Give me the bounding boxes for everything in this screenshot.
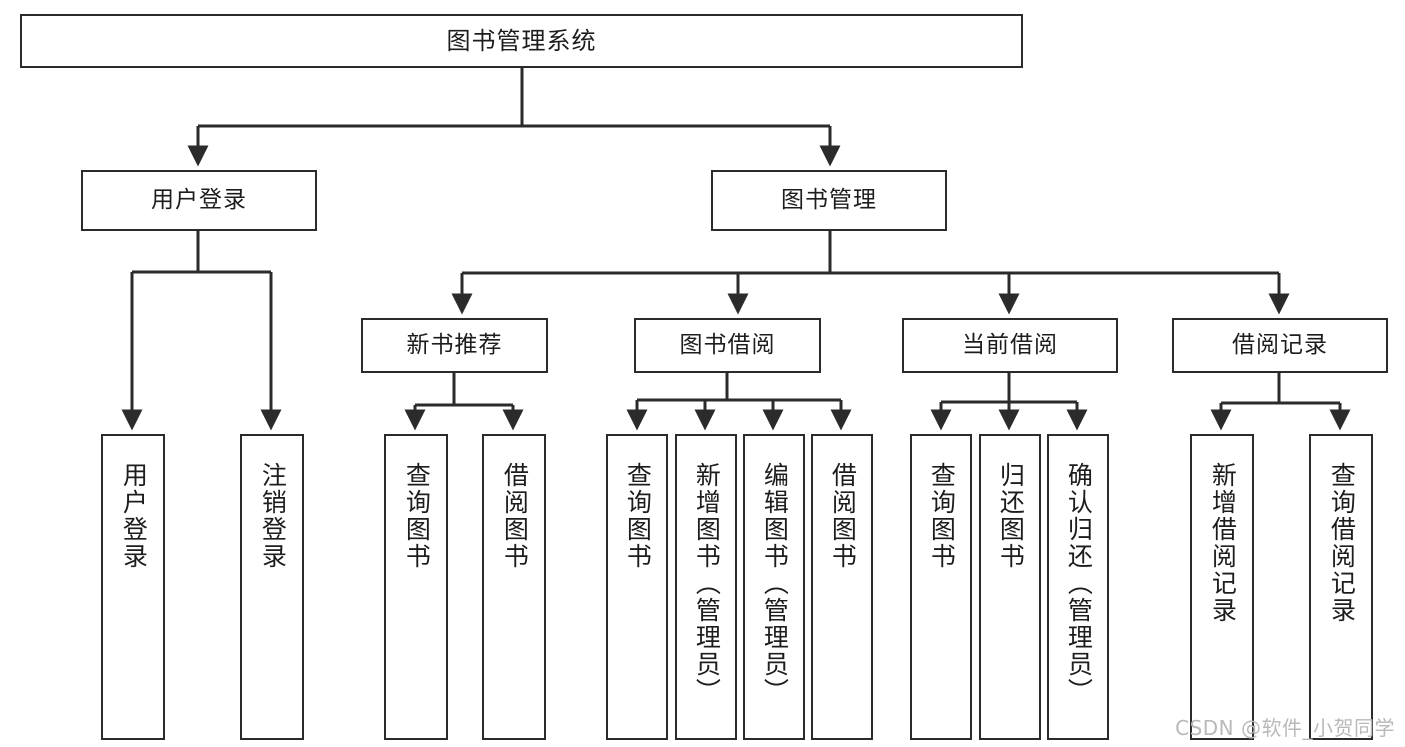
leaf-borrow-book-label: 借阅图书: [828, 462, 858, 570]
leaf-query-borrow-record-label: 查询借阅记录: [1327, 462, 1357, 624]
node-book-borrow[interactable]: 图书借阅: [634, 318, 821, 373]
node-current-borrow-label: 当前借阅: [962, 331, 1058, 358]
leaf-query-book-borrow[interactable]: 查询图书: [606, 434, 668, 740]
node-borrow-record[interactable]: 借阅记录: [1172, 318, 1388, 373]
leaf-user-login[interactable]: 用户登录: [101, 434, 165, 740]
node-user-login-label: 用户登录: [151, 186, 247, 213]
node-book-management-label: 图书管理: [781, 186, 877, 213]
node-new-book-recommend[interactable]: 新书推荐: [361, 318, 548, 373]
leaf-confirm-return-admin[interactable]: 确认归还（管理员）: [1047, 434, 1109, 740]
node-user-login[interactable]: 用户登录: [81, 170, 317, 231]
leaf-query-book-recommend-label: 查询图书: [402, 462, 432, 570]
leaf-query-book-current-label: 查询图书: [927, 462, 957, 570]
leaf-add-borrow-record[interactable]: 新增借阅记录: [1190, 434, 1254, 740]
leaf-logout[interactable]: 注销登录: [240, 434, 304, 740]
leaf-return-book[interactable]: 归还图书: [979, 434, 1041, 740]
leaf-borrow-book-recommend-label: 借阅图书: [500, 462, 530, 570]
watermark: CSDN @软件_小贺同学: [1175, 716, 1395, 740]
leaf-add-borrow-record-label: 新增借阅记录: [1208, 462, 1238, 624]
leaf-add-book-admin-label: 新增图书（管理员）: [692, 462, 722, 705]
node-book-borrow-label: 图书借阅: [679, 331, 776, 358]
node-root[interactable]: 图书管理系统: [20, 14, 1023, 68]
leaf-edit-book-admin-label: 编辑图书（管理员）: [760, 462, 790, 705]
leaf-user-login-label: 用户登录: [119, 462, 149, 570]
leaf-edit-book-admin[interactable]: 编辑图书（管理员）: [743, 434, 805, 740]
node-new-book-recommend-label: 新书推荐: [406, 331, 503, 358]
node-root-label: 图书管理系统: [446, 26, 597, 55]
leaf-return-book-label: 归还图书: [996, 462, 1026, 570]
leaf-logout-label: 注销登录: [258, 462, 288, 570]
leaf-confirm-return-admin-label: 确认归还（管理员）: [1064, 462, 1094, 705]
node-book-management[interactable]: 图书管理: [711, 170, 947, 231]
leaf-add-book-admin[interactable]: 新增图书（管理员）: [675, 434, 737, 740]
node-borrow-record-label: 借阅记录: [1232, 331, 1328, 358]
leaf-query-book-borrow-label: 查询图书: [623, 462, 653, 570]
leaf-query-book-recommend[interactable]: 查询图书: [384, 434, 448, 740]
leaf-borrow-book-recommend[interactable]: 借阅图书: [482, 434, 546, 740]
leaf-query-book-current[interactable]: 查询图书: [910, 434, 972, 740]
leaf-borrow-book[interactable]: 借阅图书: [811, 434, 873, 740]
node-current-borrow[interactable]: 当前借阅: [902, 318, 1118, 373]
leaf-query-borrow-record[interactable]: 查询借阅记录: [1309, 434, 1373, 740]
